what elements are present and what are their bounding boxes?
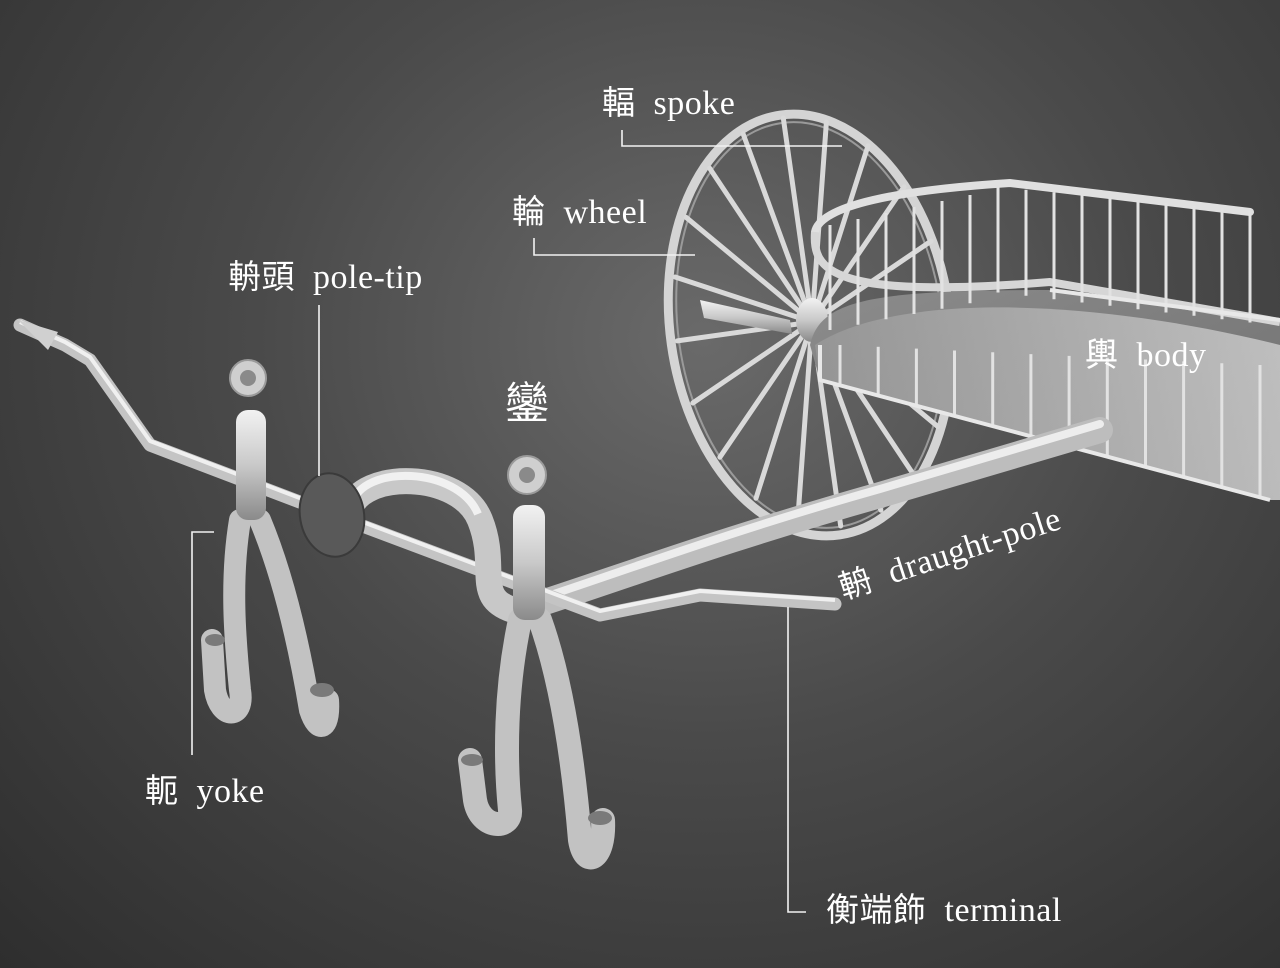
wheel-label-zh: 輪 bbox=[512, 192, 546, 231]
wheel-label-en: wheel bbox=[564, 194, 648, 231]
terminal-leader bbox=[788, 607, 806, 912]
wheel-spoke bbox=[720, 322, 812, 457]
bell-label-zh: 鑾 bbox=[505, 378, 550, 429]
spoke-label-zh: 輻 bbox=[602, 83, 636, 122]
wheel-label: 輪 wheel bbox=[512, 195, 647, 230]
pole-tip-label-zh: 輈頭 bbox=[228, 257, 295, 296]
yoke-label-en: yoke bbox=[197, 773, 265, 810]
wheel-spoke bbox=[710, 168, 812, 322]
body-label-zh: 輿 bbox=[1085, 335, 1119, 374]
body-label: 輿 body bbox=[1085, 338, 1207, 373]
terminal-label-zh: 衡端飾 bbox=[826, 890, 927, 929]
terminal-label-en: terminal bbox=[945, 892, 1062, 929]
terminal-label: 衡端飾 terminal bbox=[826, 893, 1062, 928]
pole-tip-label-en: pole-tip bbox=[313, 259, 423, 296]
yoke-label-zh: 軛 bbox=[145, 771, 179, 810]
spoke-label: 輻 spoke bbox=[602, 86, 735, 121]
yoke-label: 軛 yoke bbox=[145, 774, 265, 809]
bell-label: 鑾 bbox=[505, 382, 550, 426]
spoke-label-en: spoke bbox=[654, 85, 736, 122]
body-label-en: body bbox=[1137, 337, 1207, 374]
wheel-spoke bbox=[783, 118, 812, 322]
pole-tip-label: 輈頭 pole-tip bbox=[228, 260, 423, 295]
